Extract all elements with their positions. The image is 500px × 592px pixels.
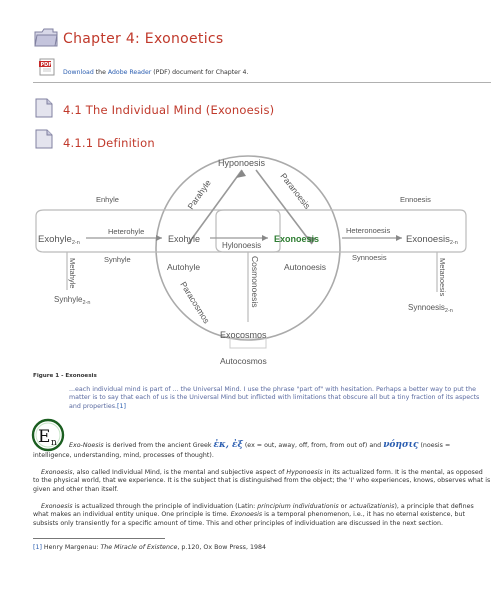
label-enhyle: Enhyle bbox=[96, 195, 119, 204]
label-exonoesis-right: Exonoesis2-n bbox=[406, 234, 458, 246]
folder-icon bbox=[33, 26, 59, 48]
para1-lead: Exonoesis bbox=[41, 469, 73, 476]
label-hylonoesis: Hylonoesis bbox=[222, 241, 261, 250]
label-synhyle-bottom: Synhyle2-n bbox=[54, 295, 90, 306]
section-heading-4-1-1: 4.1.1 Definition bbox=[63, 136, 155, 150]
label-ennoesis: Ennoesis bbox=[400, 195, 431, 204]
para2-text: is actualized through the principle of i… bbox=[72, 503, 258, 510]
paragraph-individuation: Exonoesis is actualized through the prin… bbox=[33, 503, 491, 528]
para2-text-3: ), a principle that defines what makes a… bbox=[33, 503, 474, 519]
label-metanoesis: Metanoesis bbox=[438, 258, 447, 297]
label-paracosmos: Paracosmos bbox=[178, 280, 212, 325]
label-autocosmos: Autocosmos bbox=[220, 356, 267, 366]
greek-noesis: νόησις bbox=[383, 440, 419, 450]
label-exonoesis-center: Exonoesis bbox=[274, 234, 319, 244]
page-icon bbox=[33, 128, 55, 150]
footnote-ref-link[interactable]: [1] bbox=[116, 402, 126, 410]
section-heading-4-1: 4.1 The Individual Mind (Exonoesis) bbox=[63, 103, 275, 117]
header-divider bbox=[33, 82, 491, 83]
para2-text-4: is a temporal phenomenon, i.e., it has n… bbox=[33, 511, 465, 527]
para2-lead: Exonoesis bbox=[41, 503, 73, 510]
label-exohyle-left: Exohyle2-n bbox=[38, 234, 80, 246]
central-circle bbox=[155, 155, 341, 341]
download-text-middle: the bbox=[93, 69, 108, 76]
quote-block: ...each individual mind is part of ... t… bbox=[69, 386, 489, 411]
etymology-lead: Exo-Noesis bbox=[69, 442, 104, 449]
para2-latin-2: actualizationis bbox=[349, 503, 395, 510]
label-cosmonoesis: Cosmonoesis bbox=[250, 256, 260, 308]
download-text-rest: (PDF) document for Chapter 4. bbox=[151, 69, 249, 76]
svg-text:PDF: PDF bbox=[41, 62, 52, 68]
pdf-icon[interactable]: PDF bbox=[38, 58, 56, 76]
para2-term: Exonoesis bbox=[230, 511, 263, 519]
left-hyle-outline bbox=[35, 209, 281, 253]
footnote-number-link[interactable]: [1] bbox=[33, 544, 42, 551]
right-noesis-outline bbox=[215, 209, 467, 253]
quote-text: ...each individual mind is part of ... t… bbox=[69, 386, 480, 410]
para1-term: Hyponoesis bbox=[286, 469, 323, 476]
exonoesis-diagram: Hyponoesis Parahyle Paranoesis Enhyle En… bbox=[35, 155, 467, 366]
footnote-divider bbox=[33, 538, 165, 539]
footnote-rest: , p.120, Ox Bow Press, 1984 bbox=[177, 544, 266, 551]
logo-subscript: n bbox=[51, 438, 57, 448]
label-hyponoesis: Hyponoesis bbox=[218, 158, 266, 168]
etymology-text-2: (ex = out, away, off, from, from out of)… bbox=[242, 442, 384, 449]
label-heterohyle: Heterohyle bbox=[108, 227, 144, 236]
footnote-author: Henry Margenau: bbox=[41, 544, 101, 551]
arc-left bbox=[187, 169, 243, 245]
label-exocosmos: Exocosmos bbox=[220, 330, 267, 340]
etymology-text-3: (noesis = bbox=[418, 442, 451, 449]
label-heteronoesis: Heteronoesis bbox=[346, 226, 390, 235]
paragraph-exonoesis-definition: Exonoesis, also called Individual Mind, … bbox=[33, 469, 491, 494]
para1-text-2: in its actualized form. It is the mental… bbox=[33, 469, 491, 493]
etymology-text-1: is derived from the ancient Greek bbox=[103, 442, 214, 449]
download-link[interactable]: Download bbox=[63, 69, 94, 76]
adobe-reader-link[interactable]: Adobe Reader bbox=[107, 69, 152, 76]
para1-text: , also called Individual Mind, is the me… bbox=[72, 469, 287, 476]
logo-letter: E bbox=[38, 427, 50, 447]
label-synnoesis: Synnoesis bbox=[352, 253, 387, 262]
para2-text-2: or bbox=[338, 503, 350, 510]
chapter-title: Chapter 4: Exonoetics bbox=[63, 31, 224, 47]
label-autonoesis: Autonoesis bbox=[284, 262, 326, 272]
para2-latin: principium individuationis bbox=[257, 503, 339, 510]
download-line: Download the Adobe Reader (PDF) document… bbox=[63, 69, 248, 77]
label-metahyle: Metahyle bbox=[68, 258, 77, 288]
page-icon bbox=[33, 97, 55, 119]
label-parahyle: Parahyle bbox=[185, 178, 213, 211]
arc-right bbox=[255, 169, 313, 245]
etymology-paragraph: Exo-Noesis is derived from the ancient G… bbox=[69, 441, 494, 450]
etymology-line-2: intelligence, understanding, mind, proce… bbox=[33, 452, 214, 459]
label-autohyle: Autohyle bbox=[167, 262, 200, 272]
footnote-title: The Miracle of Existence bbox=[100, 544, 178, 551]
label-synhyle: Synhyle bbox=[104, 255, 131, 264]
greek-ek: ἐκ, ἐξ bbox=[213, 440, 243, 450]
footnote: [1] Henry Margenau: The Miracle of Exist… bbox=[33, 544, 266, 552]
label-synnoesis-bottom: Synnoesis2-n bbox=[408, 303, 453, 314]
en-logo: E n bbox=[31, 418, 65, 452]
label-exohyle-center: Exohyle bbox=[168, 234, 200, 244]
figure-caption: Figure 1 - Exonoesis bbox=[33, 373, 97, 379]
